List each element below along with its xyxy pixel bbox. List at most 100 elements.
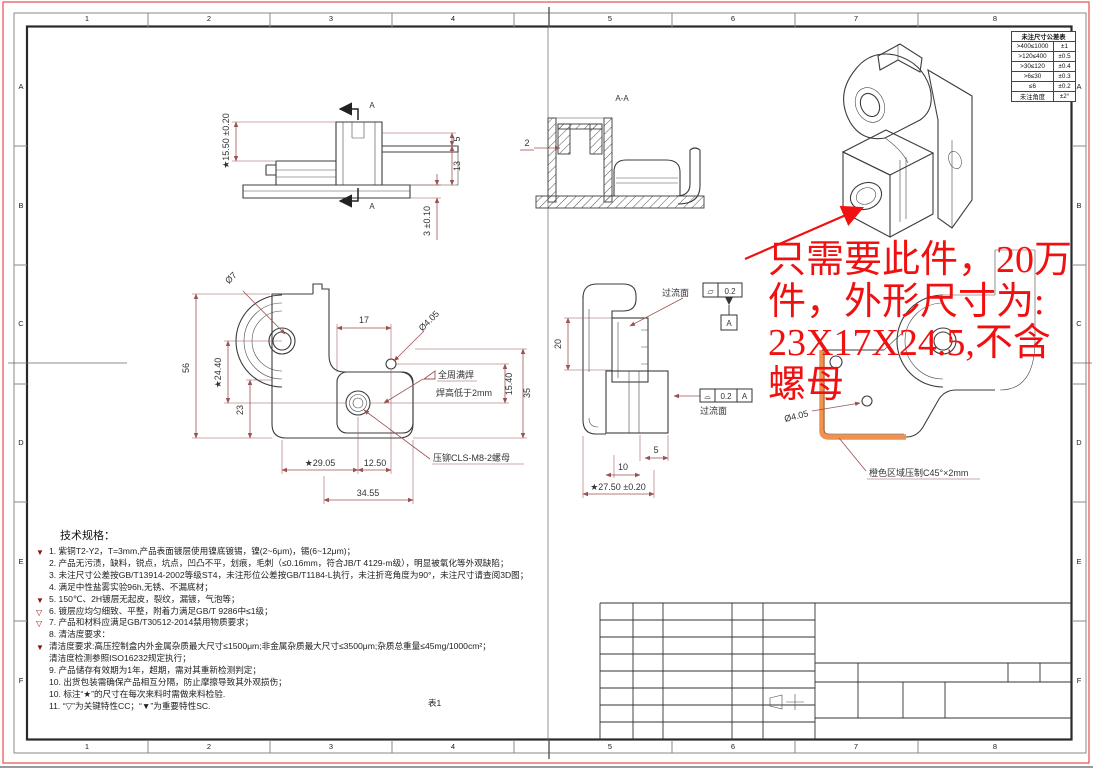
tech-spec-text: 7. 产品和材料应满足GB/T30512-2014禁用物质要求； bbox=[49, 617, 254, 628]
grid-row-label: F bbox=[1076, 676, 1082, 685]
grid-row-label: B bbox=[18, 201, 24, 210]
grid-row-label: E bbox=[18, 557, 24, 566]
flatness-symbol-icon: ▱ bbox=[707, 287, 714, 296]
tech-spec-text: 10. 出货包装需确保产品相互分隔，防止摩擦导致其外观损伤； bbox=[49, 676, 287, 687]
profile-symbol-icon: ⌓ bbox=[704, 392, 711, 401]
grid-col-label: 6 bbox=[730, 14, 736, 23]
red-note-line: 件，外形尺寸为: bbox=[768, 280, 1045, 323]
datum-triangle-icon bbox=[725, 297, 733, 305]
tech-spec-item: 4. 满足中性盐雾实验96h,无锈、不漏底材； bbox=[36, 582, 528, 594]
tech-spec-item: ▽7. 产品和材料应满足GB/T30512-2014禁用物质要求； bbox=[36, 617, 528, 629]
dim-12-50: 12.50 bbox=[364, 458, 387, 468]
tech-spec-item: 11. “▽”为关键特性CC；“▼”为重要特性SC. bbox=[36, 701, 528, 713]
rivet-nut-note: 压铆CLS-M8-2螺母 bbox=[433, 452, 510, 463]
grid-col-label: 8 bbox=[992, 742, 998, 751]
tolerance-row: >400≤1000±1 bbox=[1011, 41, 1076, 52]
red-arrow-icon bbox=[744, 205, 865, 261]
tolerance-row: >6≤30±0.3 bbox=[1011, 71, 1076, 82]
grid-col-label: 3 bbox=[328, 742, 334, 751]
tech-spec-text: 2. 产品无污渍，缺料，锐点，坑点，凹凸不平，划痕，毛刺（≤0.16mm，符合J… bbox=[49, 557, 509, 568]
tech-spec-item: 10. 出货包装需确保产品相互分隔，防止摩擦导致其外观损伤； bbox=[36, 677, 528, 689]
dim-15-50: ★15.50 ±0.20 bbox=[221, 113, 231, 169]
grid-col-label: 5 bbox=[607, 742, 613, 751]
tech-spec-text: 8. 清洁度要求： bbox=[49, 629, 111, 640]
tech-spec-text: 清洁度要求:高压控制盒内外金属杂质最大尺寸≤1500μm;非金属杂质最大尺寸≤3… bbox=[49, 641, 491, 652]
tech-spec-item: 8. 清洁度要求： bbox=[36, 629, 528, 641]
tolerance-row: 未注角度±2° bbox=[1011, 91, 1076, 102]
important-characteristic-icon: ▼ bbox=[36, 548, 44, 557]
flatness-value: 0.2 bbox=[724, 287, 736, 296]
tolerance-value: ±2° bbox=[1053, 91, 1076, 102]
tech-spec-item: 10. 标注“★”的尺寸在每次来料时需做来料检验. bbox=[36, 689, 528, 701]
grid-col-label: 6 bbox=[730, 742, 736, 751]
tech-spec-item: ▼5. 150℃、2H镀层无起皮，裂纹，漏镀，气泡等； bbox=[36, 594, 528, 606]
profile-datum: A bbox=[742, 392, 748, 401]
isometric-view bbox=[744, 43, 973, 261]
dim-20: 20 bbox=[553, 339, 563, 349]
flow-face-label-top: 过流面 bbox=[662, 287, 689, 298]
grid-col-label: 4 bbox=[450, 14, 456, 23]
front-view: 56 ★24.40 23 17 Ø7 Ø4.05 15.40 35 ★29.05 bbox=[181, 270, 532, 504]
tolerance-value: ±1 bbox=[1053, 41, 1076, 52]
grid-row-label: B bbox=[1076, 201, 1082, 210]
tech-spec-item: ▼ 清洁度要求:高压控制盒内外金属杂质最大尺寸≤1500μm;非金属杂质最大尺寸≤… bbox=[36, 641, 528, 653]
grid-col-label: 5 bbox=[607, 14, 613, 23]
section-label-top: A bbox=[369, 101, 375, 110]
grid-col-label: 1 bbox=[84, 742, 90, 751]
tolerance-value: ±0.5 bbox=[1053, 51, 1076, 62]
tech-spec-item: 清洁度检测参照ISO16232规定执行； bbox=[36, 653, 528, 665]
dim-29-05: ★29.05 bbox=[305, 458, 336, 468]
tolerance-range: >30≤120 bbox=[1011, 61, 1054, 72]
orange-chamfer-zone bbox=[819, 350, 906, 440]
tolerance-table-title: 未注尺寸公差表 bbox=[1011, 31, 1076, 42]
tech-spec-text: 9. 产品储存有效期为1年，超期，需对其重新检测判定； bbox=[49, 665, 261, 676]
dia-7: Ø7 bbox=[223, 270, 239, 286]
tolerance-row: >120≤400±0.5 bbox=[1011, 51, 1076, 62]
flow-face-label-bottom: 过流面 bbox=[700, 405, 727, 416]
tech-spec-text: 3. 未注尺寸公差按GB/T13914-2002等级ST4，未注形位公差按GB/… bbox=[49, 569, 529, 580]
projection-symbol-icon bbox=[769, 694, 804, 710]
dim-56: 56 bbox=[181, 363, 191, 373]
grid-col-label: 7 bbox=[853, 742, 859, 751]
grid-col-label: 4 bbox=[450, 742, 456, 751]
section-arrow-icon bbox=[338, 188, 359, 208]
datum-a-label: A bbox=[726, 319, 732, 328]
tolerance-range: >400≤1000 bbox=[1011, 41, 1054, 52]
tolerance-table-body: 未注尺寸公差表 >400≤1000±1>120≤400±0.5>30≤120±0… bbox=[1011, 31, 1076, 102]
tolerance-range: 未注角度 bbox=[1011, 91, 1054, 102]
weld-note-2: 焊高低于2mm bbox=[436, 387, 492, 398]
tolerance-range: ≤6 bbox=[1011, 81, 1054, 92]
dim-27-50: ★27.50 ±0.20 bbox=[590, 482, 646, 492]
tech-spec-item: 2. 产品无污渍，缺料，锐点，坑点，凹凸不平，划痕，毛刺（≤0.16mm，符合J… bbox=[36, 558, 528, 570]
title-block bbox=[599, 602, 1072, 740]
section-arrow-icon bbox=[338, 102, 359, 120]
grid-col-label: 1 bbox=[84, 14, 90, 23]
tolerance-value: ±0.4 bbox=[1053, 61, 1076, 72]
dim-35: 35 bbox=[522, 388, 532, 398]
grid-col-label: 7 bbox=[853, 14, 859, 23]
weld-note-1: 全周满焊 bbox=[438, 369, 474, 380]
tech-spec-text: 清洁度检测参照ISO16232规定执行； bbox=[49, 653, 191, 664]
grid-col-label: 8 bbox=[992, 14, 998, 23]
tech-spec-text: 11. “▽”为关键特性CC；“▼”为重要特性SC. bbox=[49, 700, 211, 711]
important-characteristic-icon: ▼ bbox=[36, 643, 44, 653]
red-requirement-note: 只需要此件，20万件，外形尺寸为:23X17X24.5,不含螺母 bbox=[768, 239, 1072, 406]
section-label-bottom: A bbox=[369, 202, 375, 211]
dim-24-40: ★24.40 bbox=[213, 358, 223, 389]
tech-spec-text: 6. 镀层应均匀细致、平整，附着力满足GB/T 9286中≤1级； bbox=[49, 605, 273, 616]
tech-spec-item: 9. 产品储存有效期为1年，超期，需对其重新检测判定； bbox=[36, 665, 528, 677]
grid-col-label: 2 bbox=[206, 14, 212, 23]
grid-row-label: D bbox=[1076, 438, 1082, 447]
side-elevation-view: A A ★15.50 ±0.20 5 13 3 ±0.10 bbox=[221, 101, 462, 240]
red-note-line: 螺母 bbox=[768, 363, 845, 406]
outline-view: Ø4.05 橙色区域压制C45°×2mm bbox=[783, 249, 1036, 480]
dim-3: 3 ±0.10 bbox=[422, 206, 432, 236]
dim-17: 17 bbox=[359, 315, 369, 325]
grid-col-label: 3 bbox=[328, 14, 334, 23]
red-note-line: 23X17X24.5,不含 bbox=[768, 322, 1051, 364]
dim-13: 13 bbox=[452, 161, 462, 171]
dia-4-05-outline: Ø4.05 bbox=[783, 408, 809, 424]
dim-15-40: 15.40 bbox=[504, 373, 514, 396]
